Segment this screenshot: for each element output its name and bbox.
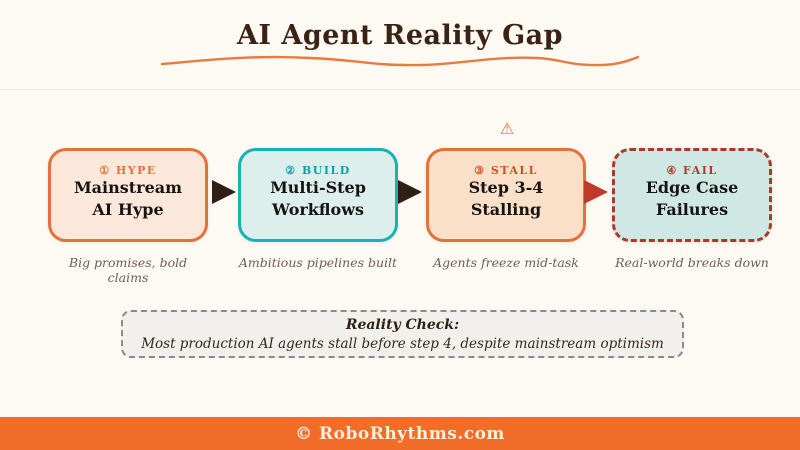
step-title-line: AI Hype: [92, 200, 164, 219]
header-divider: [0, 89, 800, 90]
reality-check-body: Most production AI agents stall before s…: [141, 336, 664, 352]
step-caption: Big promises, bold claims: [68, 255, 188, 285]
step-badge: ④ FAIL: [666, 164, 718, 177]
flow-step-fail: ④ FAIL Edge Case Failures: [612, 148, 772, 242]
step-title-line: Edge Case: [645, 178, 739, 197]
page-title: AI Agent Reality Gap: [236, 20, 564, 51]
flow-arrow: [212, 180, 236, 204]
step-badge: ③ STALL: [474, 164, 538, 177]
step-title-line: Multi-Step: [270, 178, 366, 197]
step-caption: Real-world breaks down: [615, 255, 769, 270]
step-badge: ② BUILD: [285, 164, 351, 177]
flow-step-stall: ③ STALL Step 3-4 Stalling: [426, 148, 586, 242]
reality-check-title: Reality Check:: [345, 317, 460, 333]
flow-step-hype: ① HYPE Mainstream AI Hype: [48, 148, 208, 242]
flow-step-build: ② BUILD Multi-Step Workflows: [238, 148, 398, 242]
step-title-line: Failures: [655, 200, 729, 219]
warning-icon: ⚠: [499, 119, 515, 138]
step-title-line: Workflows: [272, 200, 364, 219]
step-caption: Agents freeze mid-task: [433, 255, 579, 270]
title-underline-wave: [160, 55, 640, 67]
step-caption: Ambitious pipelines built: [238, 255, 398, 270]
step-title-line: Stalling: [470, 200, 542, 219]
footer-bar: © RoboRhythms.com: [0, 417, 800, 450]
step-badge: ① HYPE: [99, 164, 157, 177]
step-title-line: Mainstream: [73, 178, 183, 197]
reality-check-box: Reality Check: Most production AI agents…: [121, 310, 684, 358]
flow-arrow: [398, 180, 422, 204]
step-title-line: Step 3-4: [468, 178, 544, 197]
footer-text: © RoboRhythms.com: [295, 424, 505, 444]
flow-arrow: [584, 180, 608, 204]
